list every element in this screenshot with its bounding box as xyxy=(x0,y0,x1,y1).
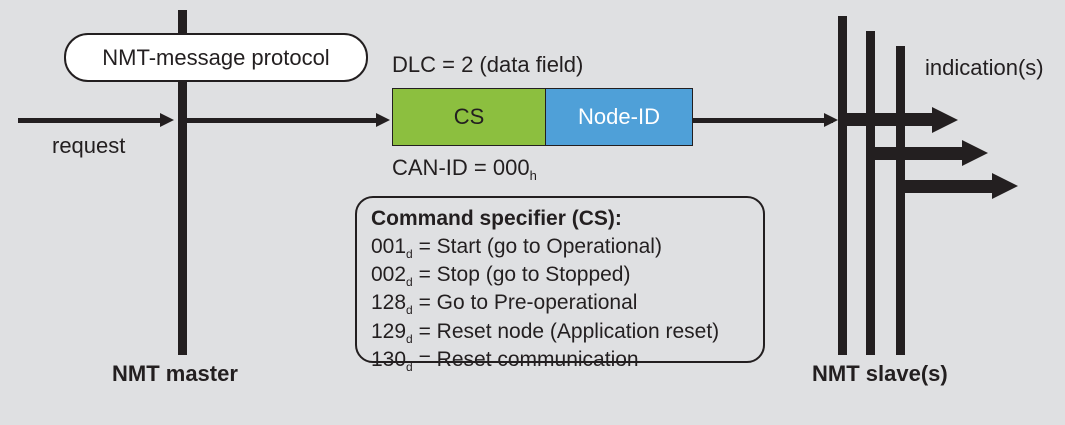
command-specifier-list: 001d = Start (go to Operational) 002d = … xyxy=(371,233,763,374)
nmt-slave-lifeline-3 xyxy=(896,46,905,355)
cs-code: 128 xyxy=(371,291,407,315)
cs-code-subscript: d xyxy=(406,247,413,262)
cs-desc: = Go to Pre-operational xyxy=(418,291,638,315)
cs-desc: = Reset node (Application reset) xyxy=(418,319,720,343)
request-line-in xyxy=(18,118,168,123)
can-id-subscript: h xyxy=(529,168,537,183)
list-item: 001d = Start (go to Operational) xyxy=(371,233,763,261)
command-specifier-title: Command specifier (CS): xyxy=(371,207,622,230)
cs-desc: = Start (go to Operational) xyxy=(418,235,662,259)
list-item: 129d = Reset node (Application reset) xyxy=(371,318,763,346)
node-id-field: Node-ID xyxy=(546,89,692,145)
indication-arrowhead-3 xyxy=(992,173,1018,199)
can-id-text: CAN-ID = 000 xyxy=(392,155,530,180)
nmt-slave-lifeline-2 xyxy=(866,31,875,355)
master-to-frame-line xyxy=(187,118,379,123)
cs-desc: = Reset communication xyxy=(418,347,639,371)
cs-code-subscript: d xyxy=(406,331,413,346)
nmt-master-label: NMT master xyxy=(112,361,238,386)
cs-code-subscript: d xyxy=(406,275,413,290)
indication-arrowhead-1 xyxy=(932,107,958,133)
request-arrowhead xyxy=(160,113,174,127)
cs-code-subscript: d xyxy=(406,359,413,374)
can-data-frame: CS Node-ID xyxy=(392,88,693,146)
indication-line-1 xyxy=(838,113,939,126)
cs-code: 129 xyxy=(371,319,407,343)
cs-desc: = Stop (go to Stopped) xyxy=(418,263,631,287)
node-id-field-label: Node-ID xyxy=(578,104,660,129)
nmt-slave-lifeline-1 xyxy=(838,16,847,355)
cs-code-subscript: d xyxy=(406,303,413,318)
nmt-message-protocol-label: NMT-message protocol xyxy=(102,44,330,70)
indication-line-2 xyxy=(866,147,970,160)
command-specifier-box: Command specifier (CS): 001d = Start (go… xyxy=(355,196,765,374)
request-label: request xyxy=(52,133,126,158)
list-item: 130d = Reset communication xyxy=(371,346,763,374)
cs-field-label: CS xyxy=(453,104,485,129)
dlc-label: DLC = 2 (data field) xyxy=(392,52,584,77)
indication-line-3 xyxy=(896,180,1000,193)
list-item: 002d = Stop (go to Stopped) xyxy=(371,261,763,289)
list-item: 128d = Go to Pre-operational xyxy=(371,289,763,317)
cs-code: 130 xyxy=(371,347,407,371)
cs-field: CS xyxy=(393,89,546,145)
nmt-message-protocol-pill: NMT-message protocol xyxy=(64,33,368,82)
cs-code: 001 xyxy=(371,235,407,259)
cs-code: 002 xyxy=(371,263,407,287)
can-id-label: CAN-ID = 000h xyxy=(392,155,537,183)
master-to-frame-arrowhead xyxy=(376,113,390,127)
nmt-slaves-label: NMT slave(s) xyxy=(812,361,948,386)
frame-to-slaves-line xyxy=(693,118,833,123)
frame-to-slaves-arrowhead xyxy=(824,113,838,127)
indication-label: indication(s) xyxy=(925,55,1044,80)
nmt-master-lifeline xyxy=(178,10,187,355)
indication-arrowhead-2 xyxy=(962,140,988,166)
